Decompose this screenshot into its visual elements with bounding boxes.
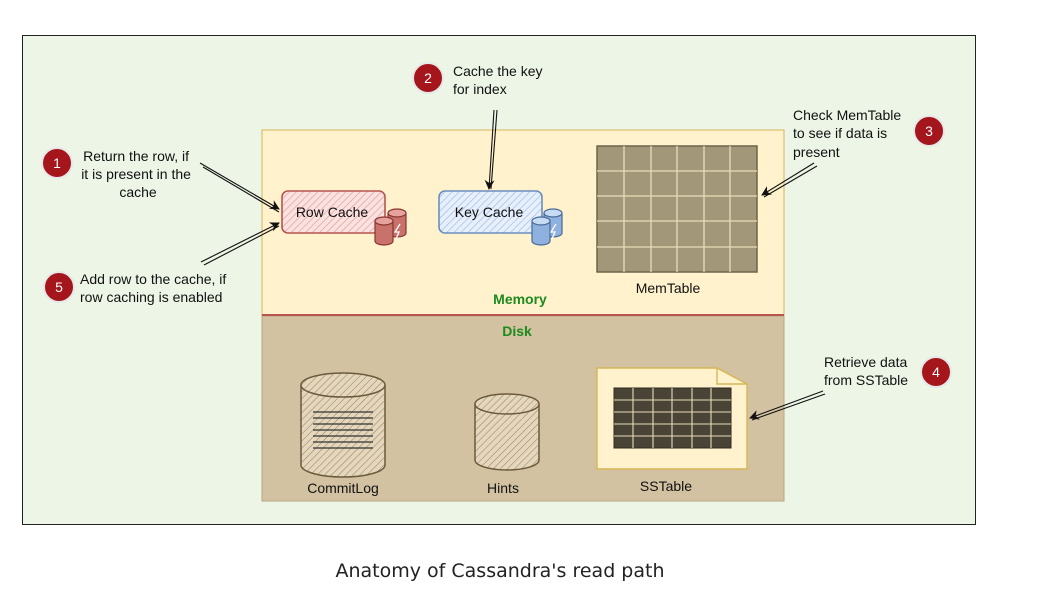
step-2-text: Cache the key for index (453, 63, 546, 97)
row-cache-label: Row Cache (296, 204, 369, 220)
sstable-document (596, 367, 748, 470)
hints-cylinder (474, 393, 540, 471)
key-cache: Key Cache (438, 190, 543, 234)
hints-label: Hints (487, 480, 519, 496)
step-2-badge: 2 (412, 62, 444, 94)
commitlog-label: CommitLog (307, 480, 379, 496)
figure-caption: Anatomy of Cassandra's read path (335, 560, 665, 582)
lightning-icon (393, 223, 401, 240)
svg-text:3: 3 (925, 123, 933, 139)
arrow-step-3 (761, 162, 818, 198)
step-1-text: Return the row, if it is present in the … (81, 148, 195, 200)
arrow-step-5 (200, 222, 280, 266)
step-3-badge: 3 (913, 115, 945, 147)
memtable-grid (596, 145, 758, 273)
step-3-text: Check MemTable to see if data is present (793, 107, 905, 160)
svg-text:1: 1 (53, 155, 61, 171)
memtable-label: MemTable (636, 280, 701, 296)
disk-label: Disk (502, 323, 532, 339)
commitlog-cylinder (300, 372, 386, 478)
memory-label: Memory (493, 291, 547, 307)
sstable-label: SSTable (640, 478, 692, 494)
arrow-step-2 (484, 109, 498, 190)
key-cache-label: Key Cache (455, 204, 524, 220)
svg-text:2: 2 (424, 70, 432, 86)
step-4-text: Retrieve data from SSTable (824, 354, 911, 388)
row-cache-db-icon (374, 208, 407, 246)
row-cache: Row Cache (281, 190, 386, 234)
step-4-badge: 4 (920, 356, 952, 388)
step-5-text: Add row to the cache, if row caching is … (80, 271, 230, 305)
lightning-icon (549, 223, 557, 240)
step-5-badge: 5 (43, 271, 75, 303)
step-1-badge: 1 (41, 147, 73, 179)
key-cache-db-icon (531, 208, 563, 246)
arrow-step-4 (749, 390, 826, 421)
arrow-step-1 (199, 162, 280, 213)
svg-text:4: 4 (932, 364, 940, 380)
svg-text:5: 5 (55, 279, 63, 295)
